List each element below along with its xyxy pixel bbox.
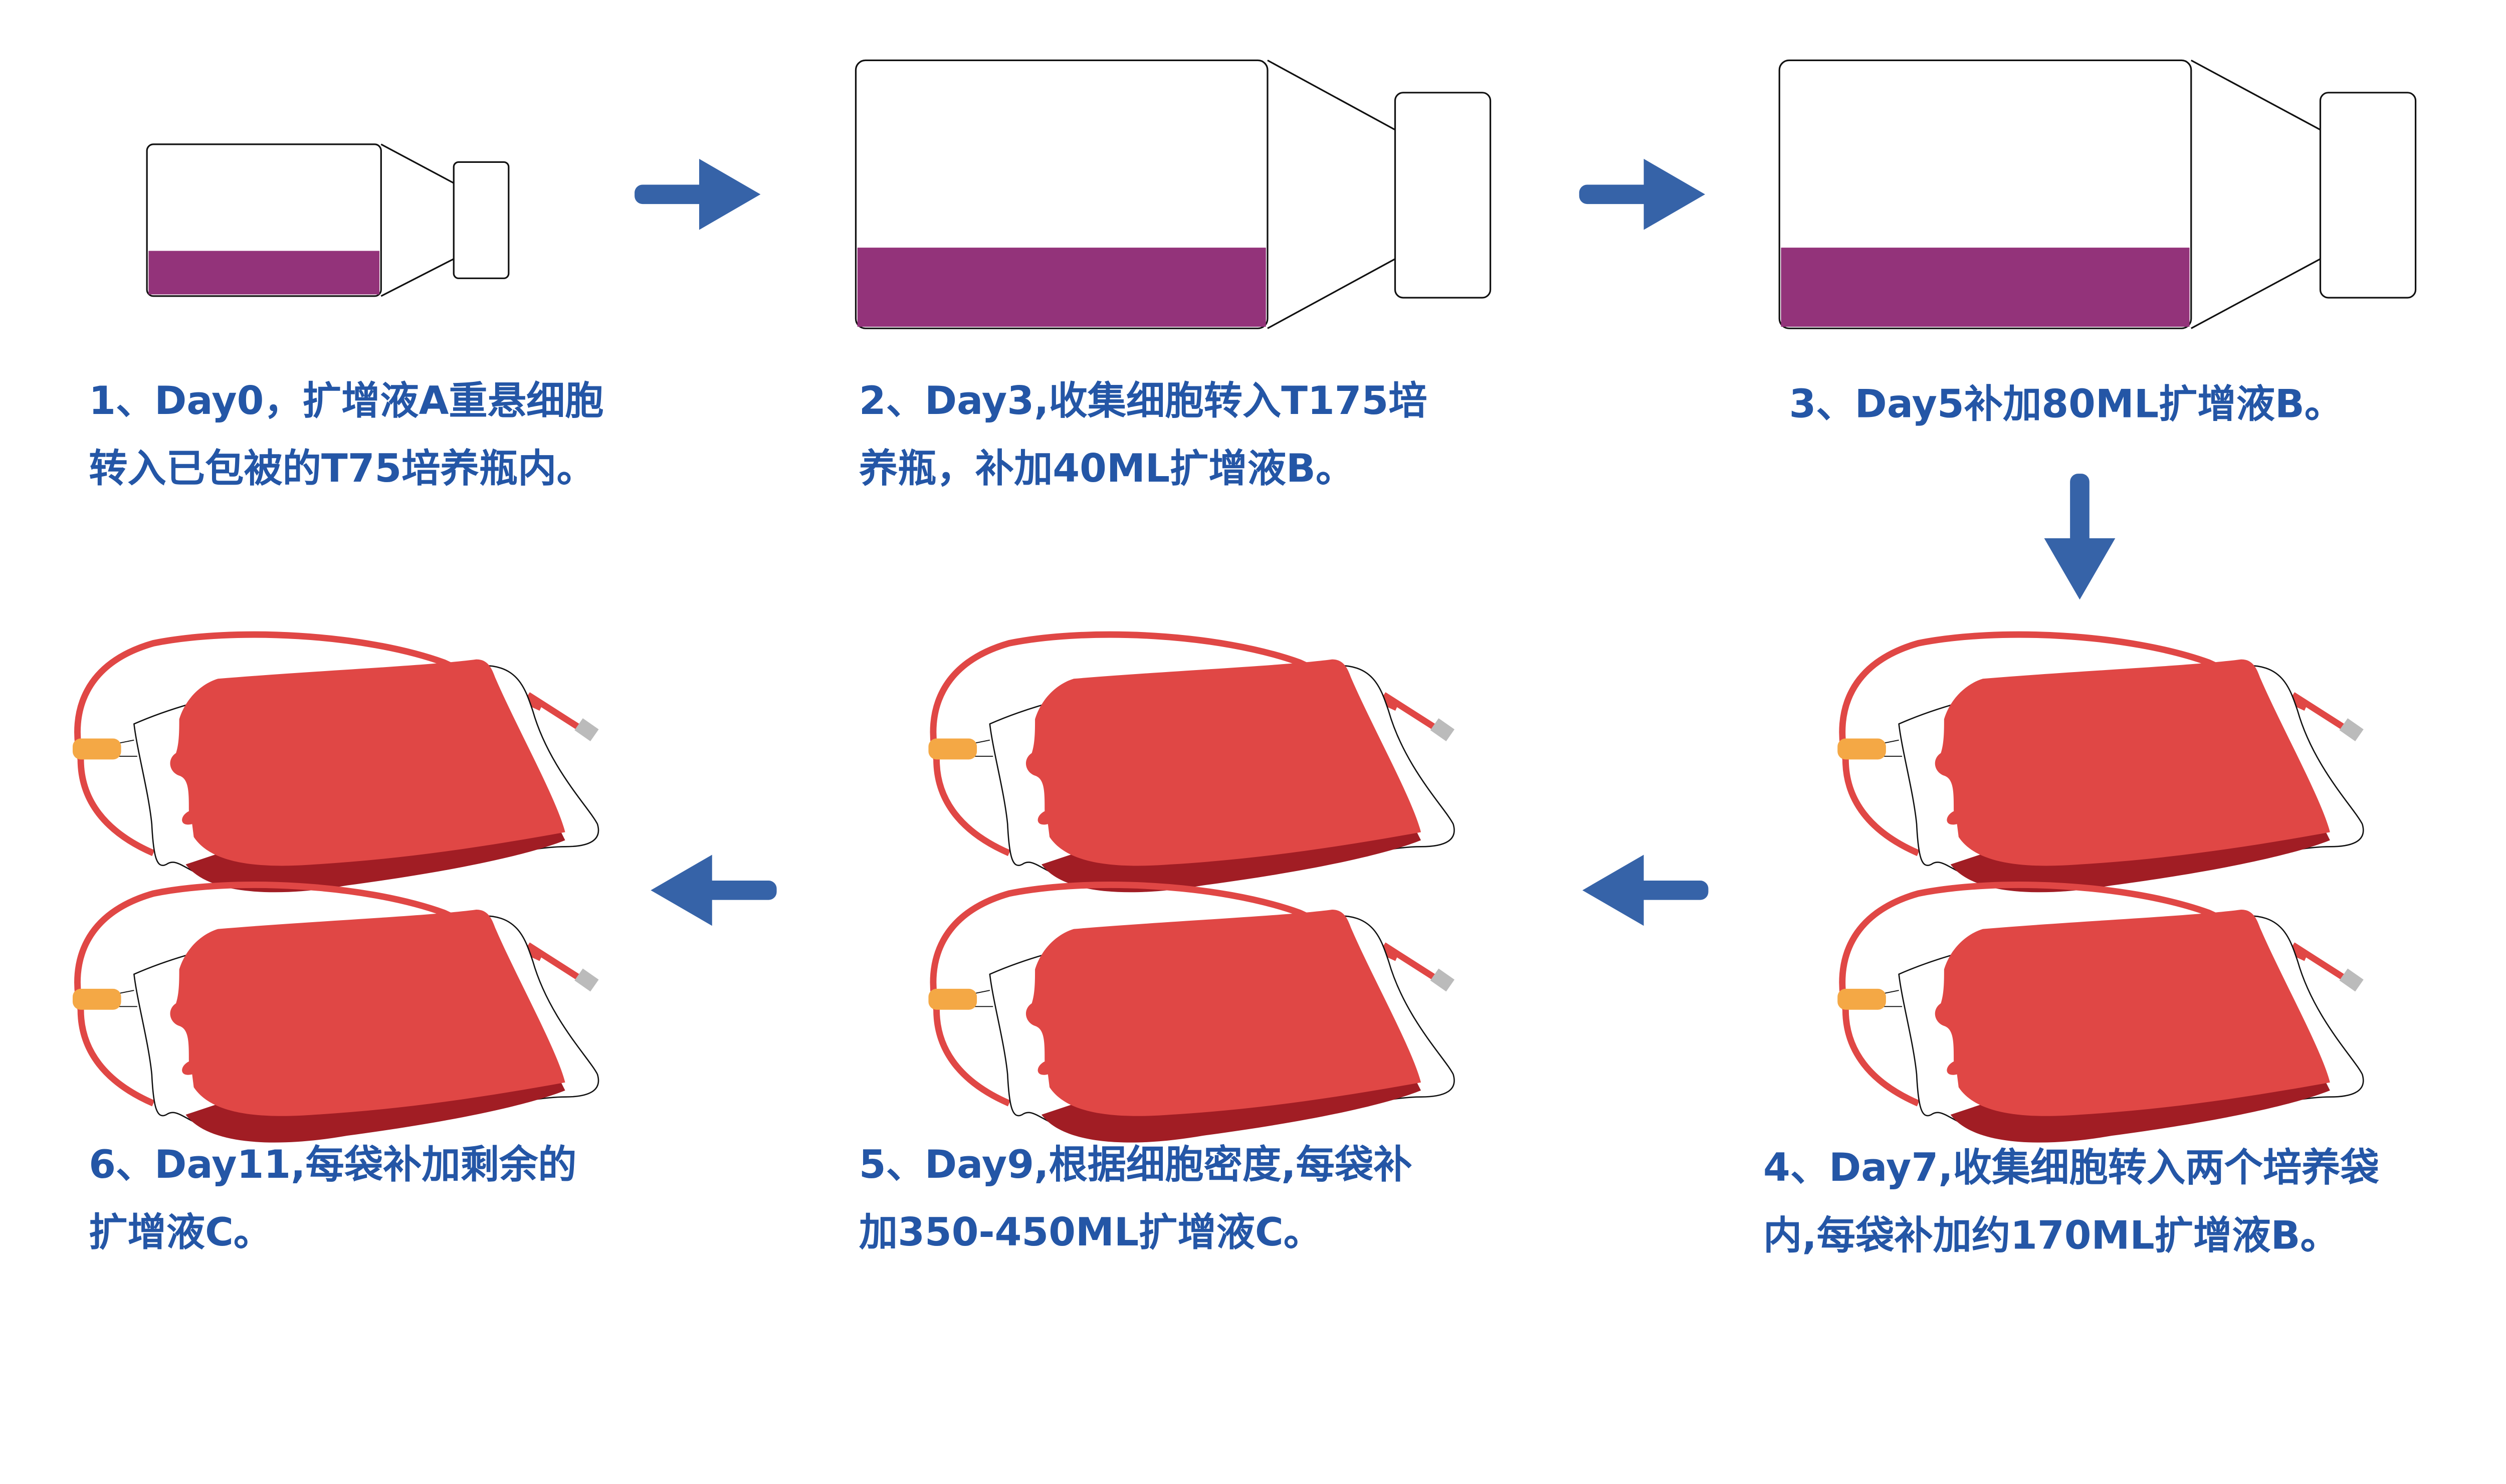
step-5-caption: 5、Day9,根据细胞密度,每袋补 加350-450ML扩增液C。 bbox=[859, 1142, 1412, 1255]
culture-bag bbox=[1837, 885, 2364, 1143]
medium-fill bbox=[148, 251, 380, 295]
t75-flask bbox=[146, 143, 510, 297]
culture-bag bbox=[928, 634, 1454, 892]
arrow-right-icon bbox=[635, 158, 761, 230]
caption-line: 扩增液C。 bbox=[89, 1210, 272, 1255]
culture-bag bbox=[73, 885, 599, 1143]
step-3-caption: 3、Day5补加80ML扩增液B。 bbox=[1789, 381, 2344, 427]
flask-cap bbox=[1394, 92, 1492, 299]
caption-line: 2、Day3,收集细胞转入T175培 bbox=[859, 378, 1427, 423]
culture-bag bbox=[1837, 634, 2364, 892]
culture-bag bbox=[73, 634, 599, 892]
arrow-down-icon bbox=[2044, 474, 2116, 600]
medium-fill bbox=[1781, 248, 2190, 327]
arrow-right-icon bbox=[1579, 158, 1706, 230]
step-1-caption: 1、Day0，扩增液A重悬细胞 转入已包被的T75培养瓶内。 bbox=[89, 378, 603, 491]
caption-line: 3、Day5补加80ML扩增液B。 bbox=[1789, 381, 2344, 427]
caption-line: 养瓶，补加40ML扩增液B。 bbox=[859, 446, 1354, 491]
caption-line: 4、Day7,收集细胞转入两个培养袋 bbox=[1763, 1145, 2380, 1190]
step-2-caption: 2、Day3,收集细胞转入T175培 养瓶，补加40ML扩增液B。 bbox=[859, 378, 1427, 491]
caption-line: 5、Day9,根据细胞密度,每袋补 bbox=[859, 1142, 1412, 1187]
caption-line: 内,每袋补加约170ML扩增液B。 bbox=[1763, 1213, 2339, 1258]
flask-cap bbox=[453, 161, 510, 279]
caption-line: 6、Day11,每袋补加剩余的 bbox=[89, 1142, 576, 1187]
cell-expansion-diagram: 1、Day0，扩增液A重悬细胞 转入已包被的T75培养瓶内。 2、Day3,收集… bbox=[0, 59, 2417, 1258]
step-4-caption: 4、Day7,收集细胞转入两个培养袋 内,每袋补加约170ML扩增液B。 bbox=[1763, 1145, 2380, 1258]
arrow-left-icon bbox=[1582, 855, 1709, 926]
t175-flask bbox=[855, 59, 1492, 329]
caption-line: 加350-450ML扩增液C。 bbox=[859, 1210, 1322, 1255]
flask-cap bbox=[2319, 92, 2417, 299]
step-6-caption: 6、Day11,每袋补加剩余的 扩增液C。 bbox=[89, 1142, 576, 1255]
medium-fill bbox=[857, 248, 1266, 327]
arrow-left-icon bbox=[651, 855, 777, 926]
caption-line: 转入已包被的T75培养瓶内。 bbox=[89, 446, 595, 491]
t175-flask-day5 bbox=[1778, 59, 2417, 329]
caption-line: 1、Day0，扩增液A重悬细胞 bbox=[89, 378, 603, 423]
culture-bag bbox=[928, 885, 1454, 1143]
